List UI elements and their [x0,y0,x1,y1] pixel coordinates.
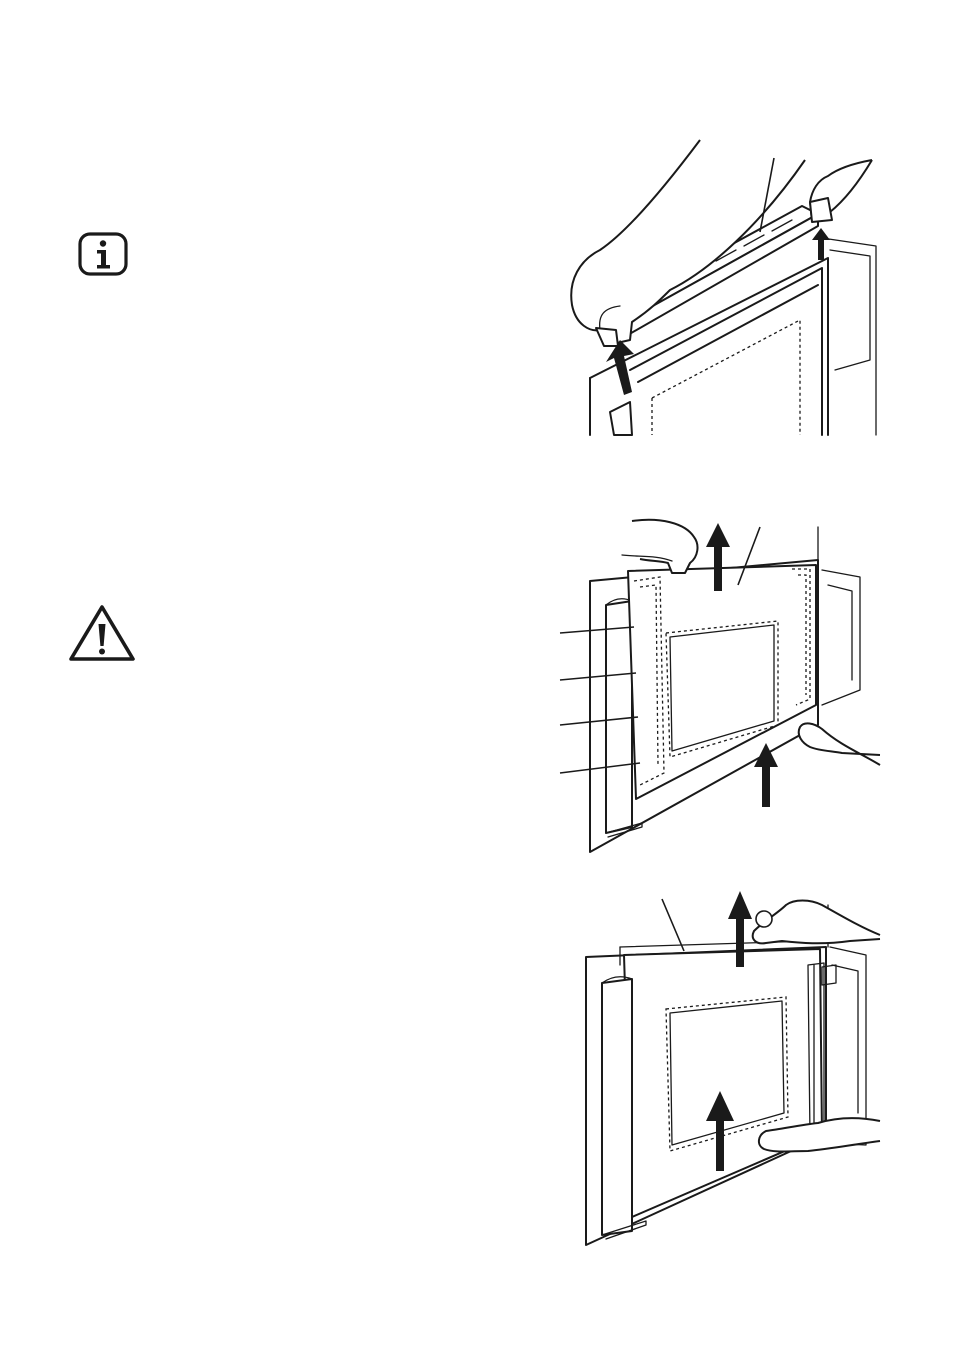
info-icon [78,232,128,276]
figure-2-remove-inner-glass-panel [560,515,880,855]
figure-1-remove-door-top-trim [560,140,880,435]
warning-icon [68,604,136,662]
figure-3-remove-middle-glass-panel [560,885,880,1250]
